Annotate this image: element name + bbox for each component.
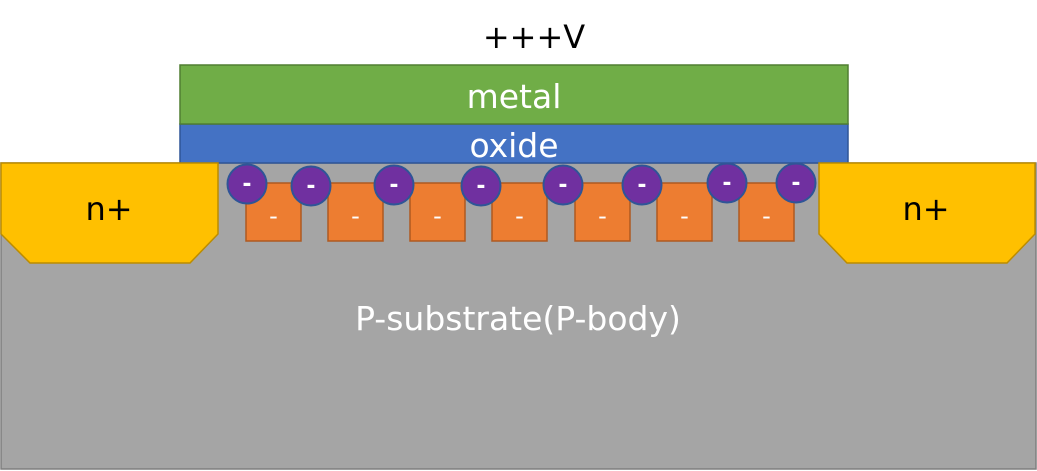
acceptor-ion-sign: - [680,202,689,230]
electron-sign: - [389,173,398,198]
acceptor-ion-sign: - [269,202,278,230]
electron: - [460,165,502,207]
n-plus-drain-region [818,162,1036,264]
electron-sign: - [722,171,731,196]
acceptor-ion-sign: - [598,202,607,230]
electron-sign: - [558,173,567,198]
electron: - [706,162,748,204]
voltage-label: +++V [483,18,585,56]
drain-n-plus-label: n+ [902,190,949,228]
acceptor-ion-sign: - [351,202,360,230]
electron-sign: - [242,172,251,197]
electron: - [373,164,415,206]
electron-sign: - [637,173,646,198]
electron: - [775,162,817,204]
electron-group: -------- [226,162,817,207]
electron: - [542,164,584,206]
electron: - [621,164,663,206]
metal-label: metal [467,77,562,116]
electron-sign: - [791,171,800,196]
acceptor-ion: - [327,182,384,242]
acceptor-ion-group: ------- [245,182,795,242]
acceptor-ion: - [656,182,713,242]
acceptor-ion: - [574,182,631,242]
substrate-label: P-substrate(P-body) [355,299,681,338]
source-n-plus-label: n+ [85,190,132,228]
electron: - [226,163,268,205]
oxide-layer [179,123,849,164]
n-plus-source-region [0,162,219,264]
electron-sign: - [306,174,315,199]
electron-sign: - [476,174,485,199]
acceptor-ion-sign: - [515,202,524,230]
acceptor-ion: - [738,182,795,242]
acceptor-ion: - [491,182,548,242]
acceptor-ion: - [409,182,466,242]
oxide-label: oxide [469,126,558,165]
acceptor-ion-sign: - [762,202,771,230]
electron: - [290,165,332,207]
acceptor-ion-sign: - [433,202,442,230]
metal-gate [179,64,849,125]
